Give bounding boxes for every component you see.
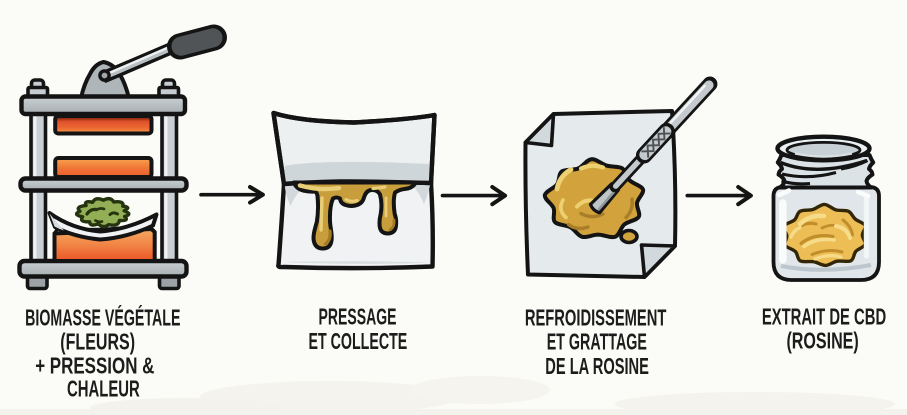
svg-text:REFROIDISSEMENT: REFROIDISSEMENT [525,304,667,330]
svg-text:(FLEURS): (FLEURS) [60,328,135,354]
svg-text:CHALEUR: CHALEUR [67,376,140,402]
svg-text:ET GRATTAGE: ET GRATTAGE [547,329,647,355]
svg-text:ET COLLECTE: ET COLLECTE [309,328,408,354]
svg-text:PRESSAGE: PRESSAGE [319,304,397,330]
svg-text:(ROSINE): (ROSINE) [786,328,858,354]
svg-text:+ PRESSION &: + PRESSION & [35,352,154,378]
svg-text:DE LA ROSINE: DE LA ROSINE [545,353,649,379]
svg-text:BIOMASSE VÉGÉTALE: BIOMASSE VÉGÉTALE [25,303,180,330]
svg-text:EXTRAIT DE CBD: EXTRAIT DE CBD [762,304,886,330]
